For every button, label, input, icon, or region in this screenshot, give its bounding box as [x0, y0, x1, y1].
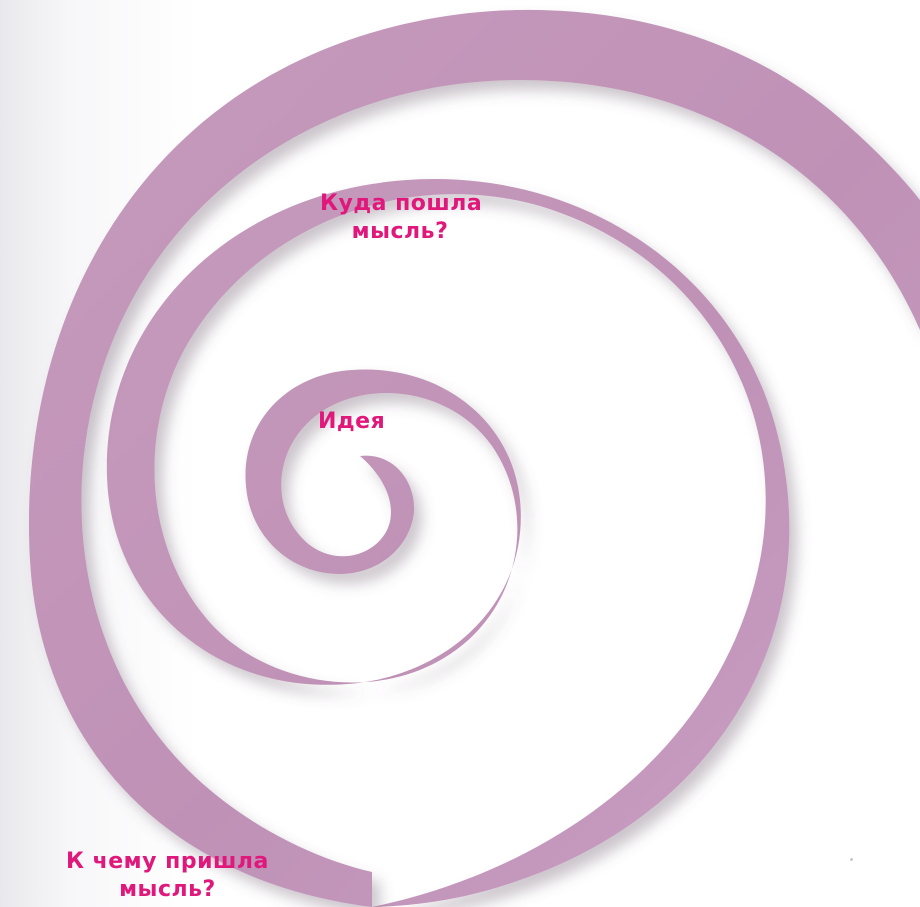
where-label-line-2: мысль?: [320, 218, 480, 246]
speck-dot: [850, 858, 853, 861]
result-label-line-1: К чему пришла: [66, 848, 269, 876]
where-thought-arrived-label: К чему пришла мысль?: [66, 848, 269, 903]
where-label-line-1: Куда пошла: [320, 190, 480, 218]
result-label-line-2: мысль?: [66, 876, 269, 904]
where-thought-went-label: Куда пошла мысль?: [320, 190, 480, 245]
idea-label: Идея: [318, 408, 385, 436]
